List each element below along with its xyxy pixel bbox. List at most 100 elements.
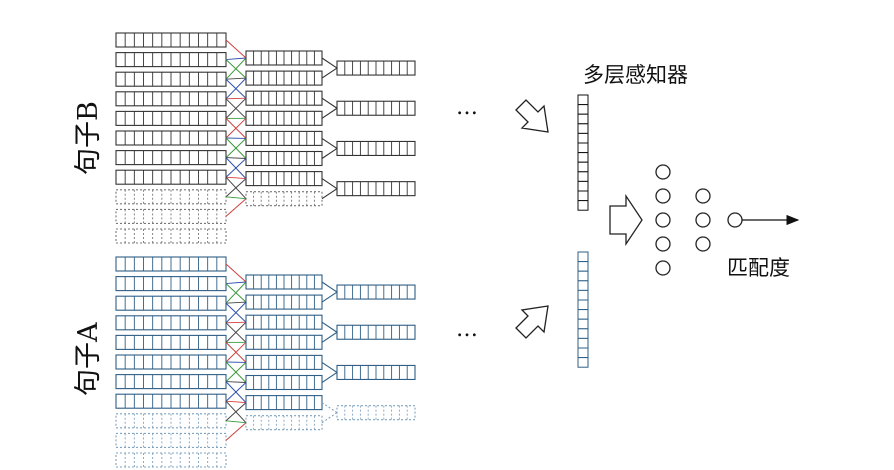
sentence-a-pool-chevron xyxy=(321,321,338,333)
sentence-b-conv-line xyxy=(225,198,247,217)
sentence-a-conv-line xyxy=(225,420,247,424)
sentence-a-conv-line xyxy=(225,321,247,324)
sentence-a-conv-vector xyxy=(245,274,323,290)
sentence-b-conv-line xyxy=(225,137,247,159)
sentence-a-conv-line xyxy=(225,302,247,323)
sentence-b-conv-vector xyxy=(245,50,323,66)
mlp-input-cell xyxy=(577,357,589,368)
sentence-a-conv-line xyxy=(225,283,247,303)
sentence-b-word-vector xyxy=(115,150,227,166)
sentence-b-word-vector xyxy=(115,130,227,146)
sentence-b-word-vector xyxy=(115,91,227,107)
mlp-input-cell xyxy=(577,190,589,202)
sentence-b-pool-chevron xyxy=(321,188,338,200)
vector-frame xyxy=(245,191,323,207)
vector-frame xyxy=(115,413,227,429)
mlp-input-cell xyxy=(577,142,589,154)
mlp-input-vector-a xyxy=(577,251,589,368)
mlp-input-cell xyxy=(577,132,589,144)
sentence-a-pool-vector xyxy=(336,284,416,300)
sentence-a-word-vector xyxy=(115,334,227,350)
neuron xyxy=(695,236,711,252)
sentence-b-pool-vector xyxy=(336,140,416,156)
mlp-input-cell xyxy=(577,94,589,106)
mlp-input-cell xyxy=(577,318,589,330)
match-degree-label: 匹配度 xyxy=(727,256,790,280)
sentence-a-conv-line xyxy=(225,422,247,441)
mlp-input-cell xyxy=(577,299,589,311)
sentence-b-pool-vector xyxy=(336,60,416,76)
sentence-a-conv-vector xyxy=(245,395,323,411)
sentence-b-conv-vector xyxy=(245,110,323,126)
sentence-a-word-vector xyxy=(115,256,227,272)
vector-frame xyxy=(245,415,323,431)
sentence-b-pool-chevron xyxy=(321,67,338,79)
mlp-input-cell xyxy=(577,180,589,192)
sentence-b-conv-line xyxy=(225,77,247,80)
sentence-a-conv-line xyxy=(225,281,247,285)
sentence-a-conv-vector xyxy=(245,294,323,310)
sentence-b-word-vector xyxy=(115,208,227,224)
mlp-input-cell xyxy=(577,200,589,211)
sentence-a-conv-line xyxy=(225,361,247,383)
sentence-b-conv-vector xyxy=(245,171,323,187)
sentence-b-conv-line xyxy=(225,118,247,139)
sentence-b-network xyxy=(115,32,416,244)
sentence-a-word-vector xyxy=(115,374,227,390)
sentence-a-pool-chevron xyxy=(321,331,338,343)
sentence-a-word-vector xyxy=(115,354,227,370)
sentence-a-pool-vector xyxy=(336,364,416,381)
sentence-a-conv-line xyxy=(225,400,247,424)
sentence-a-conv-line xyxy=(225,381,247,403)
sentence-a-conv-vector xyxy=(245,334,323,350)
sentence-b-conv-line xyxy=(225,78,247,99)
mlp-input-cell xyxy=(577,280,589,291)
mlp-input-cell xyxy=(577,328,589,339)
mlp-input-cell xyxy=(577,113,589,125)
sentence-b-conv-line xyxy=(225,39,247,59)
sentence-a-conv-vector xyxy=(245,415,323,431)
neuron xyxy=(695,188,711,204)
sentence-b-word-vector xyxy=(115,228,227,244)
sentence-a-word-vector xyxy=(115,276,227,292)
mlp-label: 多层感知器 xyxy=(583,63,688,87)
neuron xyxy=(695,212,711,228)
mlp-input-cell xyxy=(577,251,589,263)
mlp-input-cell xyxy=(577,270,589,282)
sentence-b-word-vector xyxy=(115,110,227,126)
sentence-a-word-vector xyxy=(115,432,227,448)
sentence-b-word-vector xyxy=(115,189,227,205)
sentence-a-pool-chevron xyxy=(321,281,338,293)
sentence-b-conv-line xyxy=(225,157,247,159)
sentence-a-pool-vector xyxy=(336,324,416,340)
sentence-a-word-vector xyxy=(115,315,227,331)
mlp-input-cell xyxy=(577,152,589,163)
mlp-input-cell xyxy=(577,289,589,301)
sentence-a-word-vector xyxy=(115,413,227,429)
sentence-b-conv-vector xyxy=(245,70,323,86)
vector-frame xyxy=(115,208,227,224)
sentence-b-conv-vector xyxy=(245,191,323,207)
vector-frame xyxy=(115,189,227,205)
sentence-b-word-vector xyxy=(115,71,227,87)
sentence-a-pool-chevron xyxy=(321,402,338,414)
vector-frame xyxy=(336,405,416,421)
hollow-arrow-mlp xyxy=(609,193,643,247)
sentence-b-conv-vector xyxy=(245,90,323,106)
sentence-a-pool-chevron xyxy=(321,412,338,424)
sentence-b-conv-vector xyxy=(245,130,323,146)
sentence-a-conv-vector xyxy=(245,354,323,370)
sentence-a-conv-line xyxy=(225,342,247,363)
sentence-a-conv-vector xyxy=(245,314,323,330)
sentence-a-conv-line xyxy=(225,301,247,304)
neuron xyxy=(655,212,671,228)
sentence-b-pool-chevron xyxy=(321,97,338,109)
neuron xyxy=(655,236,671,252)
sentence-b-conv-line xyxy=(225,98,247,119)
sentence-a-pool-chevron xyxy=(321,361,338,373)
vector-frame xyxy=(115,432,227,448)
neuron xyxy=(655,188,671,204)
sentence-b-pool-vector xyxy=(336,100,416,116)
ellipsis-b: … xyxy=(456,95,478,120)
